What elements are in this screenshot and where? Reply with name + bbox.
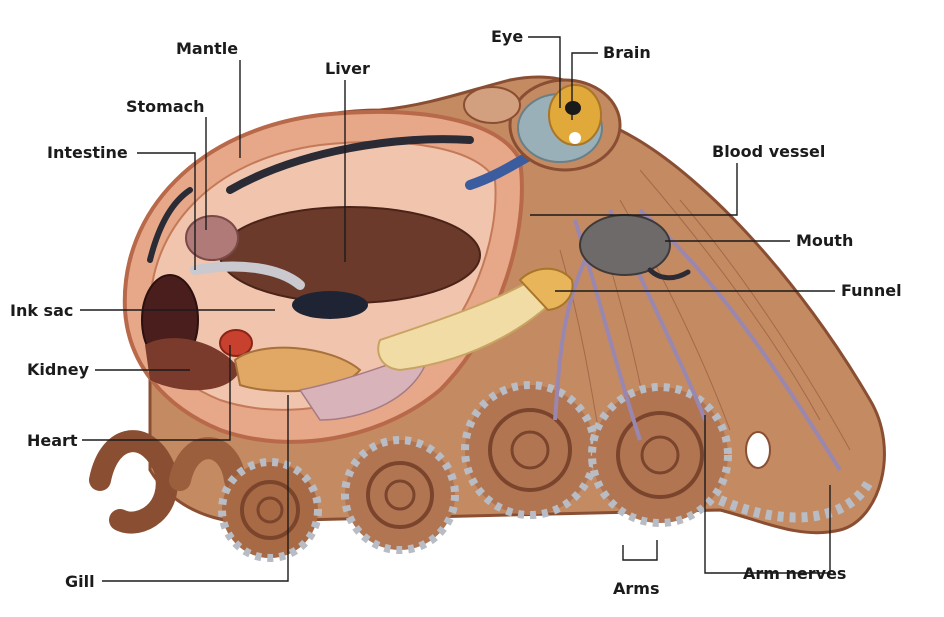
leader-gill [102, 395, 289, 582]
intestine-organ [190, 261, 305, 290]
leader-brain [571, 52, 598, 120]
label-kidney: Kidney [27, 360, 90, 379]
label-ink-sac: Ink sac [10, 301, 73, 320]
label-heart: Heart [27, 431, 78, 450]
labels: Mantle Liver Stomach Intestine Eye Brain… [10, 27, 902, 598]
label-blood-vessel: Blood vessel [712, 142, 825, 161]
mouth-organ [579, 214, 671, 276]
label-mantle: Mantle [176, 39, 238, 58]
label-liver: Liver [325, 59, 370, 78]
label-stomach: Stomach [126, 97, 205, 116]
label-gill: Gill [65, 572, 95, 591]
label-eye: Eye [491, 27, 523, 46]
leader-arms [622, 540, 658, 561]
label-funnel: Funnel [841, 281, 902, 300]
eye-organ [548, 84, 602, 146]
leader-lines [80, 36, 835, 582]
leader-intestine [137, 152, 196, 270]
label-brain: Brain [603, 43, 651, 62]
stomach-organ [185, 215, 239, 261]
coiled-arms [89, 381, 875, 562]
octopus-illustration [89, 75, 886, 562]
leader-arm-nerves [704, 415, 745, 574]
funnel-organ [377, 273, 570, 372]
leader-eye [528, 36, 561, 108]
gill-organ [233, 346, 362, 393]
heart-organ [219, 329, 253, 357]
label-mouth: Mouth [796, 231, 853, 250]
leader-heart [82, 345, 231, 441]
leader-blood-vessel [530, 163, 738, 216]
label-arm-nerves: Arm nerves [743, 564, 846, 583]
brain-organ [565, 101, 581, 115]
label-intestine: Intestine [47, 143, 128, 162]
label-arms: Arms [613, 579, 659, 598]
kidney-organ [145, 338, 240, 391]
liver-organ [219, 206, 481, 304]
leader-arm-nerves-2 [745, 485, 831, 574]
